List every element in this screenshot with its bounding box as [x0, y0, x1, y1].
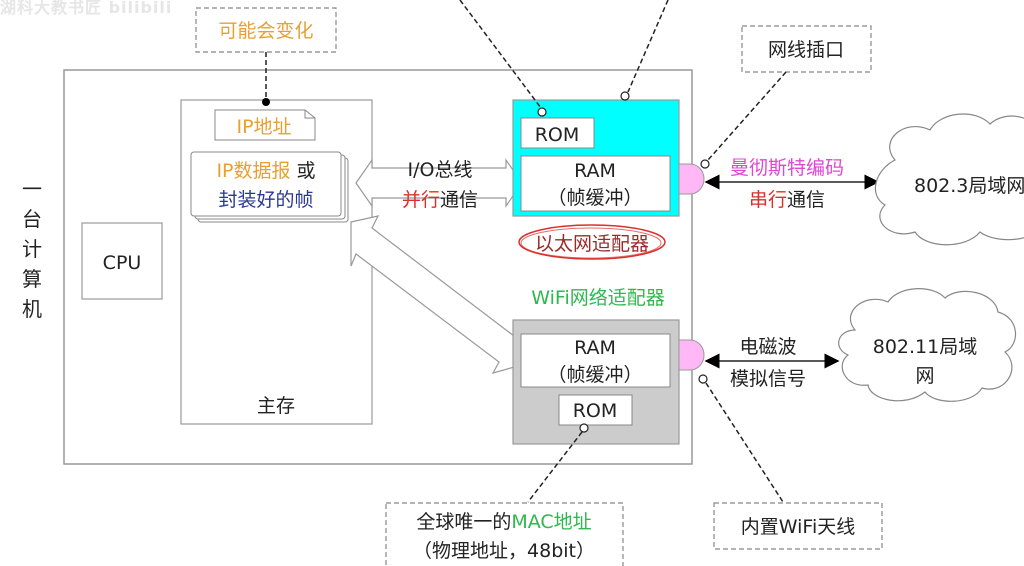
wifi-antenna-label: 内置WiFi天线 [741, 516, 855, 538]
computer-label-char: 计 [22, 237, 42, 261]
cable-port-label: 网线插口 [768, 39, 844, 61]
em-wave-label: 电磁波 [739, 336, 796, 358]
pointer-anchor-circle [620, 91, 630, 101]
wifi-rom-label: ROM [573, 400, 618, 422]
may-change-callout [195, 7, 337, 53]
ethernet-rom-box [520, 117, 595, 149]
cable-port-callout [741, 25, 872, 73]
io-bus-label: I/O总线 [408, 159, 473, 181]
watermark: 湖科大教书匠 bilibili [0, 0, 173, 17]
ethernet-ram-box [520, 155, 671, 212]
lan-8023-label: 802.3局域网 [914, 175, 1024, 197]
ethernet-port [678, 163, 705, 195]
wifi-adapter-label: WiFi网络适配器 [531, 287, 664, 309]
computer-label: 一 台 计 算 机 [22, 177, 42, 321]
wifi-port [678, 339, 705, 371]
cpu-box [81, 222, 163, 300]
mac-address-callout [385, 502, 624, 566]
wifi-ram-box [520, 333, 671, 388]
frame-label: 封装好的帧 [218, 189, 313, 211]
computer-label-char: 算 [22, 267, 42, 291]
main-memory-box [180, 99, 373, 425]
ethernet-adapter-label: 以太网适配器 [535, 233, 649, 255]
ip-address-note [214, 109, 316, 141]
computer-label-char: 一 [22, 177, 42, 201]
mac-address-line2: （物理地址，48bit） [413, 540, 595, 562]
ip-address-label: IP地址 [236, 116, 291, 138]
manchester-encoding-label: 曼彻斯特编码 [730, 157, 844, 179]
wifi-ram-sub: （帧缓冲） [547, 364, 642, 386]
wifi-ram-label: RAM [574, 337, 616, 359]
ethernet-rom-label: ROM [535, 124, 580, 146]
lan-80211-cloud [838, 288, 1017, 402]
analog-signal-label: 模拟信号 [730, 368, 806, 390]
pointer-anchor-circle [700, 159, 710, 169]
may-change-label: 可能会变化 [218, 20, 313, 42]
pointer-anchor-circle [537, 107, 547, 117]
lan-8023-cloud [874, 113, 1024, 246]
parallel-comm-label: 并行通信 [402, 189, 478, 211]
wifi-rom-box [558, 394, 633, 426]
computer-label-char: 台 [22, 207, 42, 231]
mac-address-line1: 全球唯一的MAC地址 [416, 511, 591, 533]
handdrawn-circle [518, 224, 666, 260]
wifi-antenna-callout [713, 502, 883, 550]
computer-label-char: 机 [22, 297, 42, 321]
pointer-anchor-circle [698, 374, 708, 384]
ethernet-ram-label: RAM [574, 160, 616, 182]
datagram-stack [190, 151, 342, 217]
cpu-label: CPU [103, 252, 142, 274]
datagram-label: IP数据报 或 [216, 160, 315, 182]
main-memory-label: 主存 [257, 395, 295, 417]
lan-80211-label-line1: 802.11局域 [873, 336, 977, 358]
callout-anchor-dot [262, 98, 270, 106]
pointer-anchor-circle [579, 423, 589, 433]
ethernet-ram-sub: （帧缓冲） [547, 187, 642, 209]
lan-80211-label-line2: 网 [915, 365, 934, 387]
serial-comm-label: 串行通信 [749, 189, 825, 211]
